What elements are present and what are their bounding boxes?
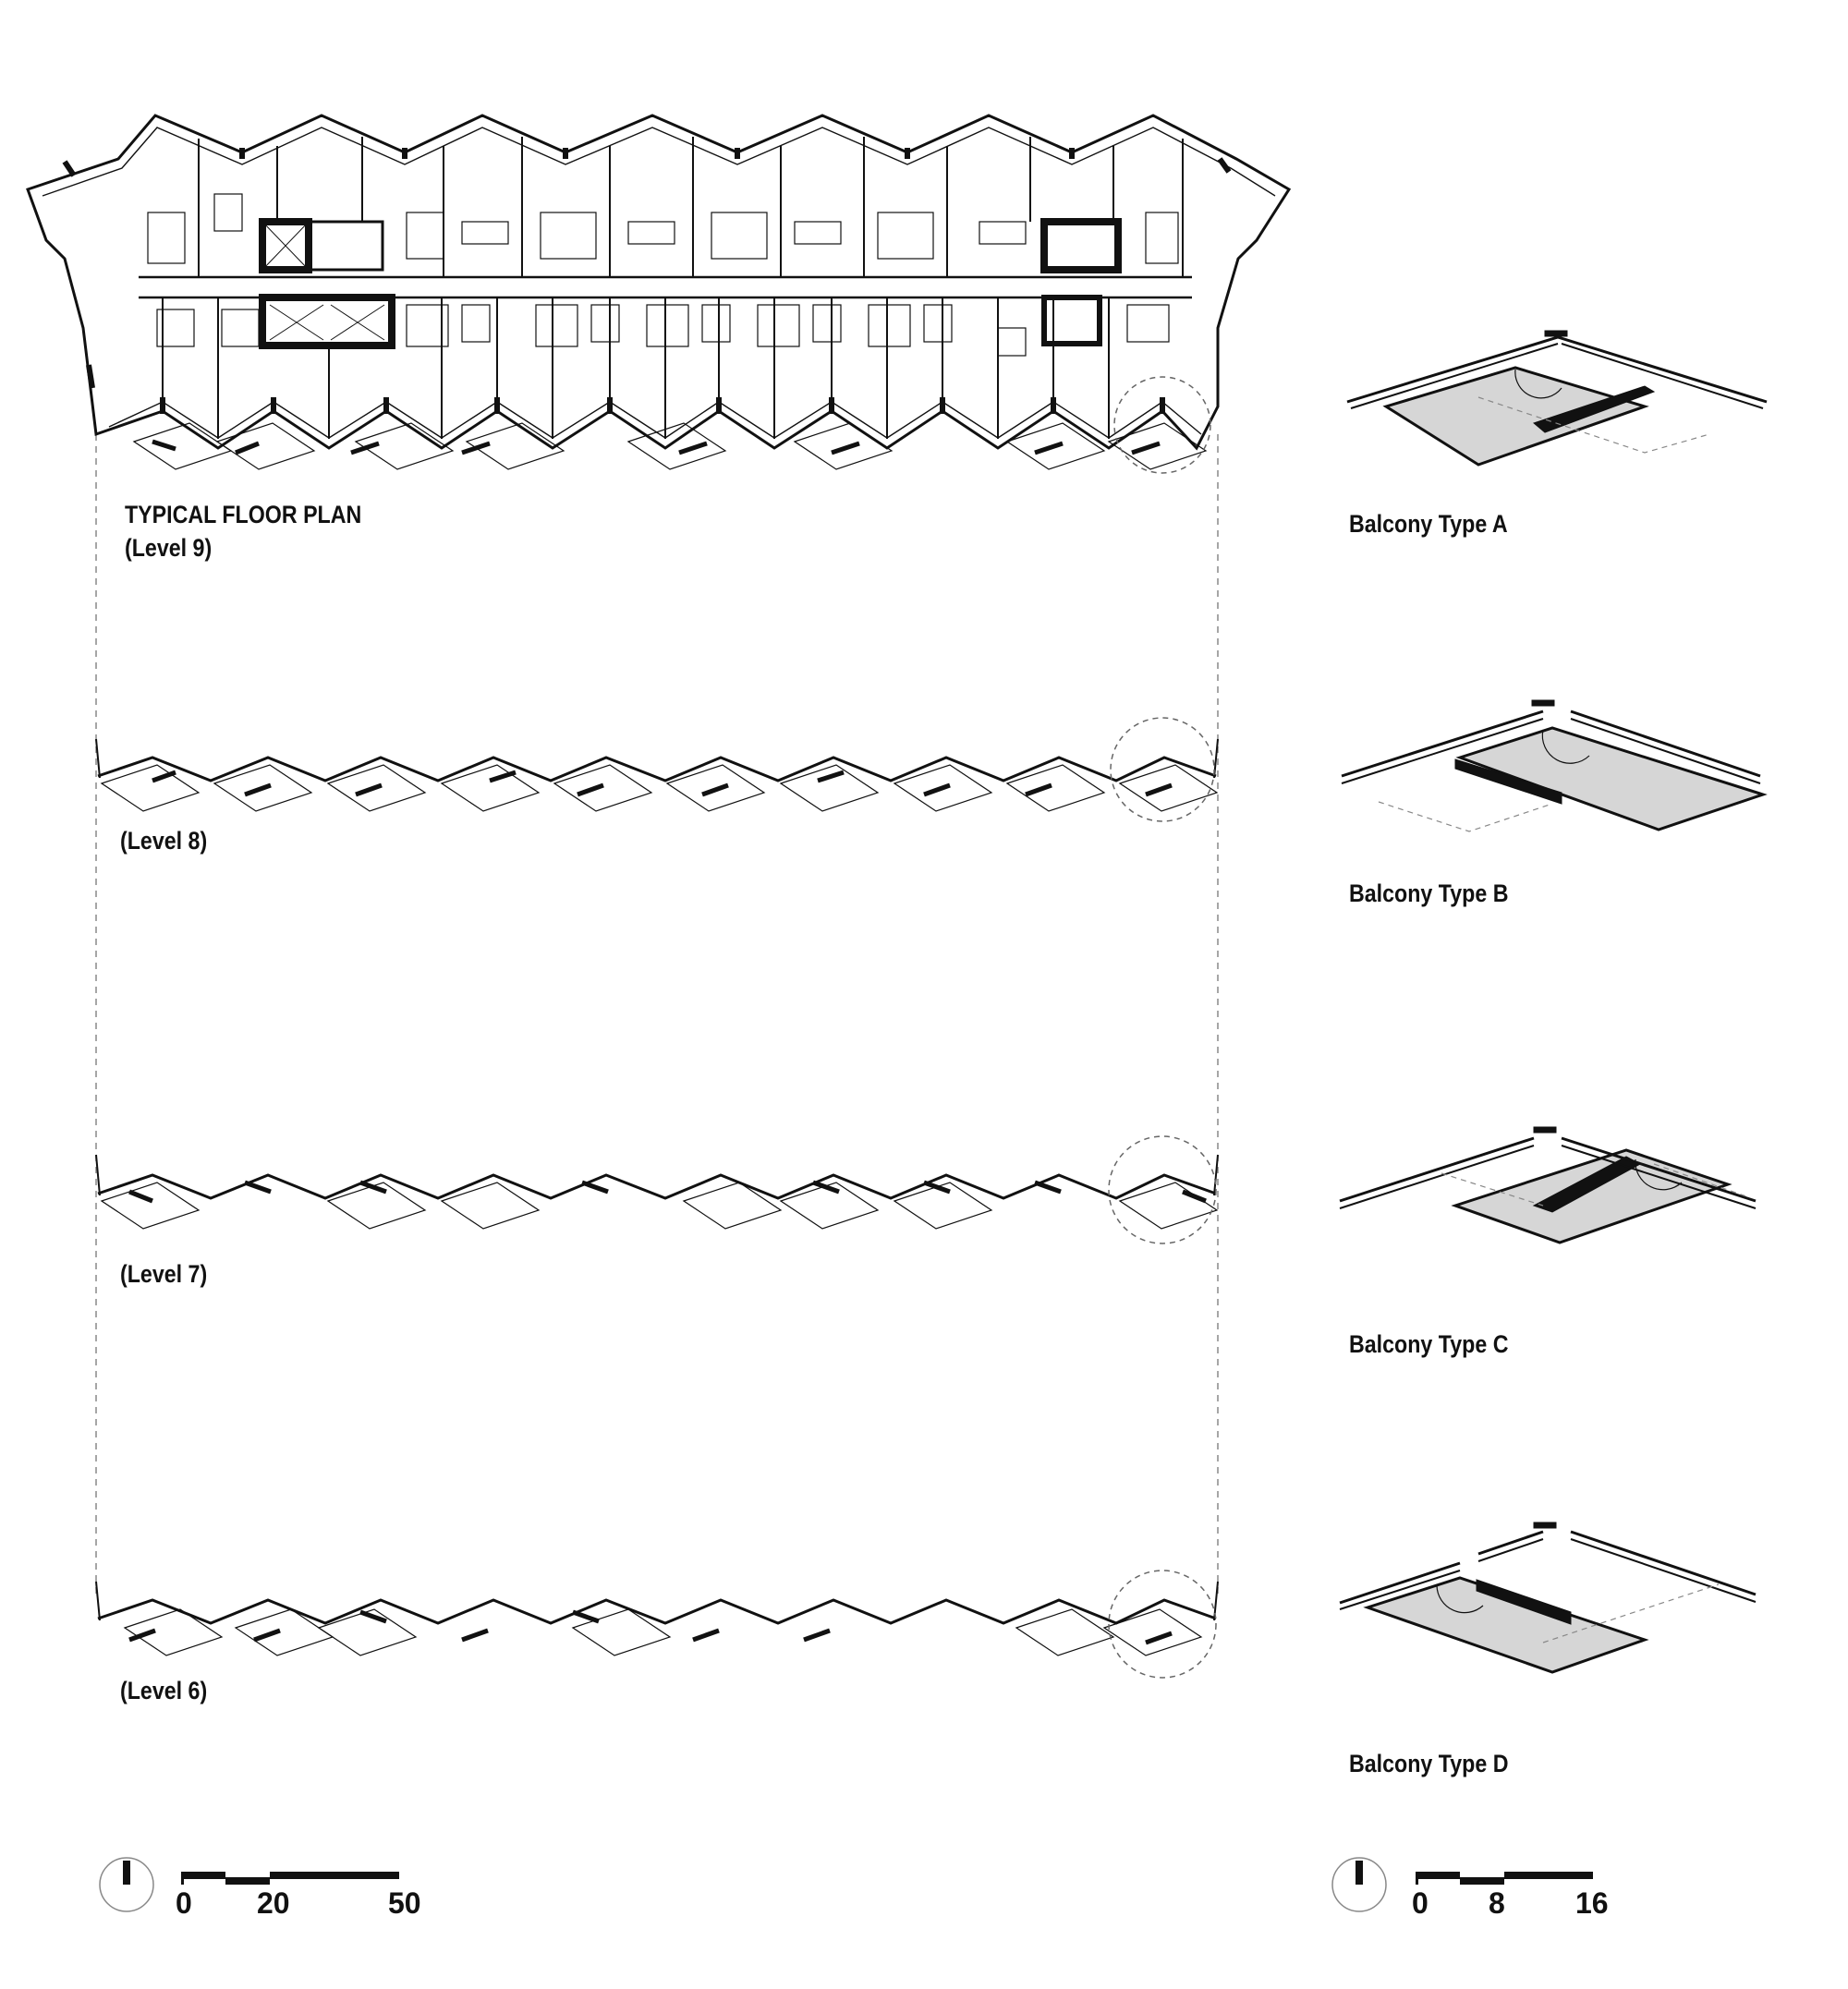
balcony-type-c-label: Balcony Type C: [1349, 1330, 1509, 1358]
level-7-facade-drawing: [95, 1135, 1219, 1244]
scale-bar-balcony: [1416, 1872, 1593, 1885]
balcony-type-b-label: Balcony Type B: [1349, 879, 1509, 907]
balcony-type-d-label: Balcony Type D: [1349, 1750, 1509, 1777]
scale-tick-label: 0: [1412, 1886, 1429, 1920]
north-arrow-icon: [99, 1857, 154, 1912]
projection-guides: [95, 434, 1219, 1598]
scale-tick-label: 0: [176, 1886, 192, 1920]
level-8-label: (Level 8): [120, 827, 208, 855]
level-9-label: (Level 9): [125, 534, 213, 562]
scale-tick-label: 50: [388, 1886, 421, 1920]
scale-bar-plan: [181, 1872, 399, 1885]
plan-title: TYPICAL FLOOR PLAN: [125, 501, 362, 528]
scale-tick-label: 16: [1575, 1886, 1609, 1920]
level-6-facade-drawing: [95, 1570, 1219, 1679]
balcony-type-a-label: Balcony Type A: [1349, 510, 1508, 538]
balcony-type-d-drawing: [1339, 1522, 1757, 1674]
typical-floor-plan-drawing: [26, 114, 1292, 474]
scale-tick-label: 8: [1489, 1886, 1505, 1920]
balcony-type-a-drawing: [1346, 330, 1768, 467]
balcony-type-b-drawing: [1341, 699, 1768, 832]
level-6-label: (Level 6): [120, 1677, 208, 1704]
balcony-type-c-drawing: [1339, 1126, 1757, 1244]
north-arrow-icon: [1331, 1857, 1387, 1912]
level-8-facade-drawing: [95, 717, 1219, 822]
level-7-label: (Level 7): [120, 1260, 208, 1288]
scale-tick-label: 20: [257, 1886, 290, 1920]
